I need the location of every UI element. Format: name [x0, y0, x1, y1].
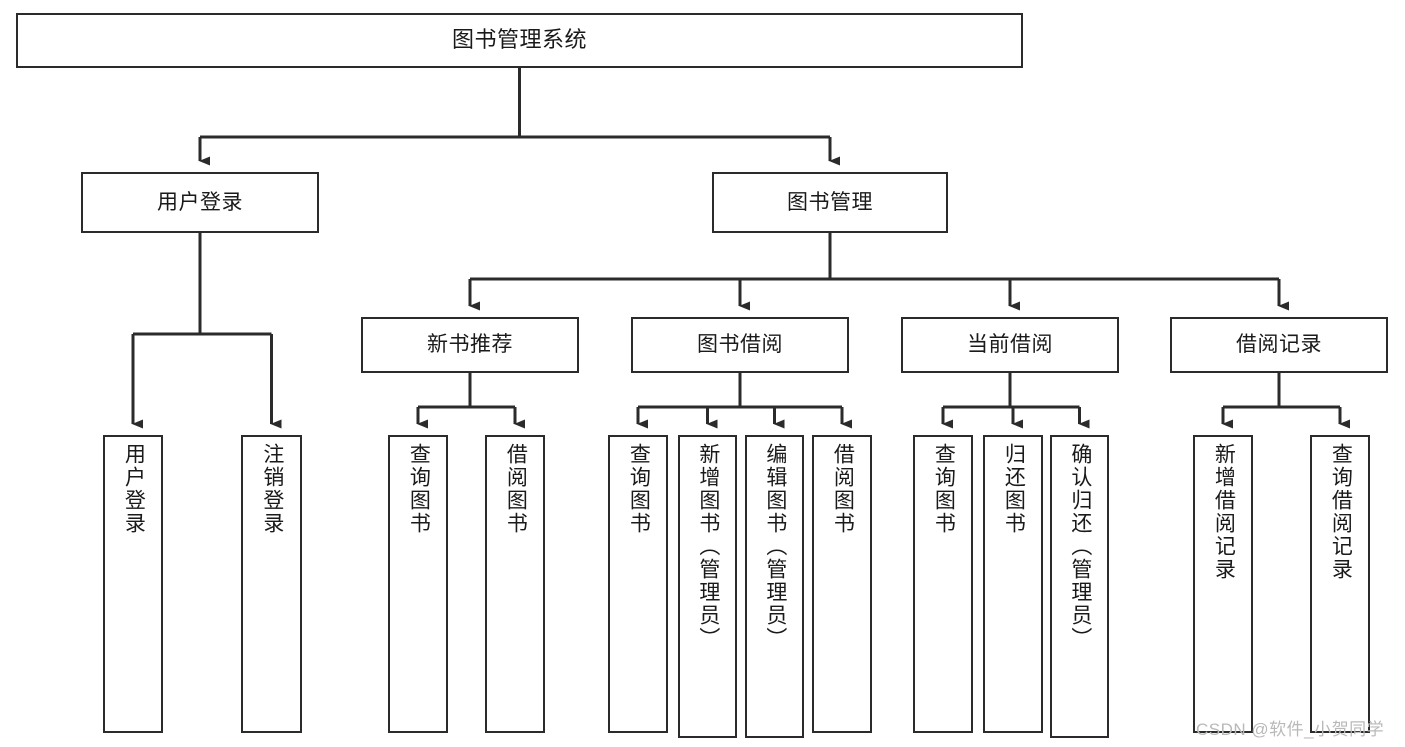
leaf-add-borrowing-record[interactable]: 新增借阅记录	[1193, 435, 1253, 733]
node-label: 用户登录	[122, 443, 146, 535]
node-label: 查询图书	[932, 443, 956, 535]
node-current-borrowing[interactable]: 当前借阅	[901, 317, 1119, 373]
node-new-book-recommendation[interactable]: 新书推荐	[361, 317, 579, 373]
node-label: 借阅图书	[831, 443, 855, 535]
node-user-login[interactable]: 用户登录	[81, 172, 319, 233]
leaf-logout[interactable]: 注销登录	[241, 435, 302, 733]
node-borrowing-record[interactable]: 借阅记录	[1170, 317, 1388, 373]
leaf-user-login[interactable]: 用户登录	[103, 435, 163, 733]
node-label: 用户登录	[157, 190, 243, 214]
leaf-borrow-book[interactable]: 借阅图书	[812, 435, 872, 733]
node-label: 查询图书	[407, 443, 431, 535]
node-label: 图书管理	[787, 190, 873, 214]
node-label: 注销登录	[260, 443, 284, 535]
node-label: 图书管理系统	[451, 27, 587, 53]
leaf-query-book-current[interactable]: 查询图书	[913, 435, 973, 733]
node-label: 新增借阅记录	[1212, 443, 1236, 581]
node-label: 借阅图书	[504, 443, 528, 535]
node-label: 新书推荐	[427, 333, 513, 357]
node-book-borrowing[interactable]: 图书借阅	[631, 317, 849, 373]
node-book-management[interactable]: 图书管理	[712, 172, 948, 233]
leaf-query-book-borrowing[interactable]: 查询图书	[608, 435, 668, 733]
node-label: 归还图书	[1002, 443, 1026, 535]
node-label: 查询借阅记录	[1329, 443, 1353, 581]
leaf-return-book[interactable]: 归还图书	[983, 435, 1043, 733]
leaf-edit-book-admin[interactable]: 编辑图书（管理员）	[745, 435, 804, 738]
node-label: 当前借阅	[967, 333, 1053, 357]
leaf-confirm-return-admin[interactable]: 确认归还（管理员）	[1050, 435, 1109, 738]
leaf-borrow-book-recommendation[interactable]: 借阅图书	[485, 435, 545, 733]
node-label: 新增图书（管理员）	[696, 443, 720, 650]
node-label: 借阅记录	[1236, 333, 1322, 357]
node-root-book-management-system[interactable]: 图书管理系统	[16, 13, 1023, 68]
node-label: 编辑图书（管理员）	[763, 443, 787, 650]
leaf-add-book-admin[interactable]: 新增图书（管理员）	[678, 435, 737, 738]
node-label: 查询图书	[627, 443, 651, 535]
leaf-query-book-recommendation[interactable]: 查询图书	[388, 435, 448, 733]
leaf-query-borrowing-record[interactable]: 查询借阅记录	[1310, 435, 1370, 733]
node-label: 确认归还（管理员）	[1068, 443, 1092, 650]
node-label: 图书借阅	[697, 333, 783, 357]
